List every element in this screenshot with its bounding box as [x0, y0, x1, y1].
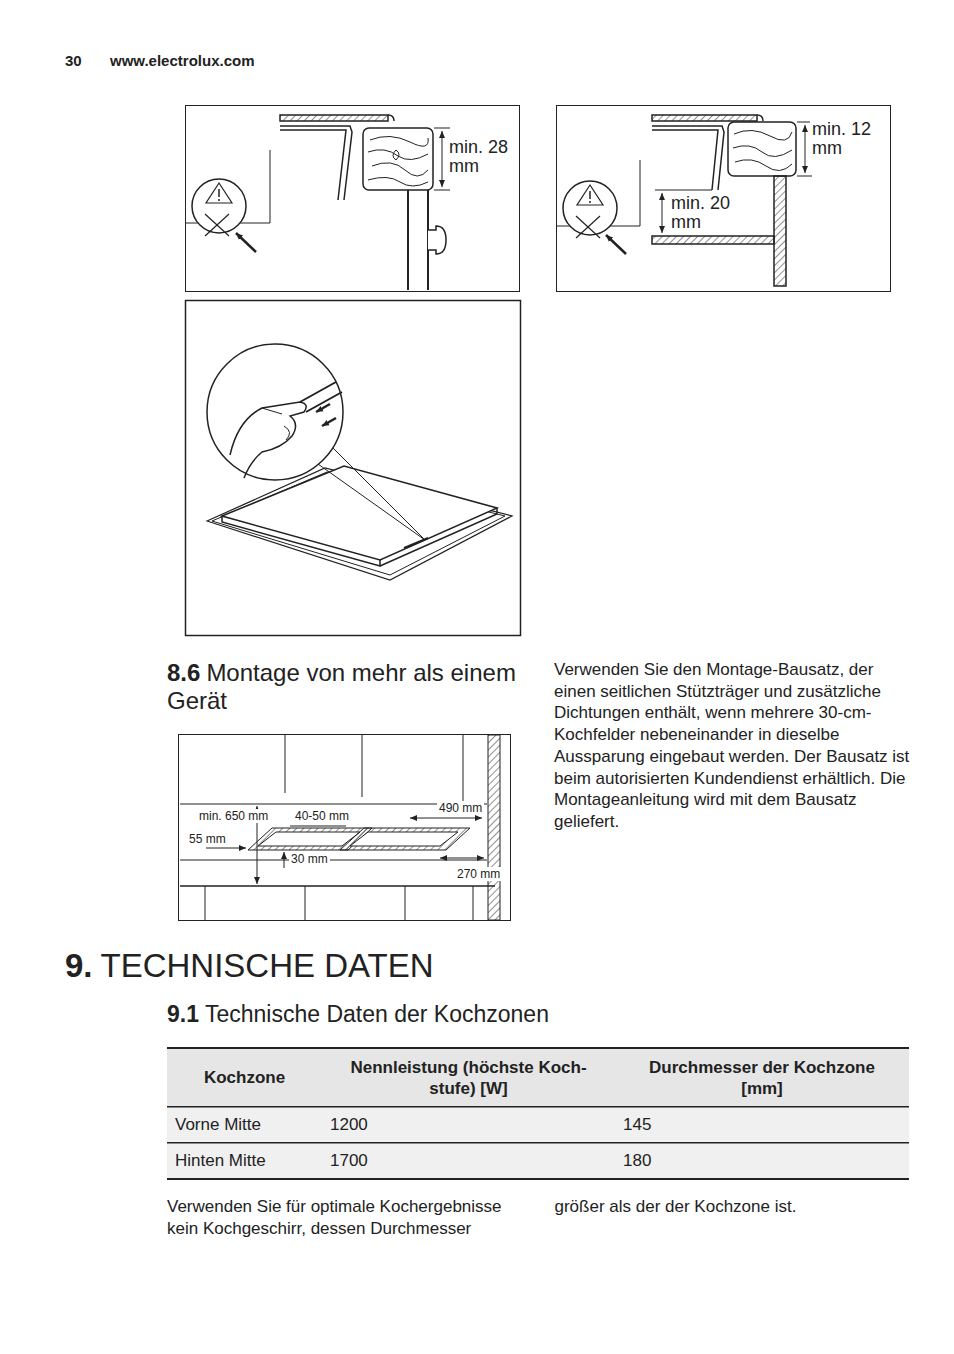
table-cell: 1200	[322, 1107, 615, 1142]
column-header: Durchmesser der Kochzone [mm]	[637, 1057, 887, 1099]
section-number: 9.	[65, 947, 93, 984]
column-header: Kochzone	[204, 1067, 285, 1088]
column-header: Nennleistung (höchste Koch- stufe) [W]	[344, 1057, 593, 1099]
countertop-section-2	[556, 115, 812, 286]
dimension-label: min. 650 mm	[197, 809, 270, 823]
table-header-cell: Nennleistung (höchste Koch- stufe) [W]	[322, 1049, 615, 1106]
dimension-label: min. 12 mm	[810, 120, 878, 158]
note-paragraph: Verwenden Sie für optimale Kochergebniss…	[167, 1196, 910, 1240]
section-number: 8.6	[167, 659, 200, 686]
website-url: www.electrolux.com	[110, 52, 255, 69]
cell-value: 1200	[330, 1114, 368, 1135]
cell-value: Vorne Mitte	[175, 1114, 261, 1135]
table-rules	[167, 1047, 909, 1180]
section-title: Technische Daten der Kochzonen	[205, 1001, 549, 1027]
gasket-illustration	[186, 301, 521, 636]
table-cell: 180	[615, 1143, 909, 1178]
dimension-label: min. 28 mm	[447, 138, 515, 176]
page-number: 30	[65, 52, 82, 69]
body-paragraph: Verwenden Sie den Montage-Bausatz, der e…	[554, 659, 912, 833]
table-cell: Hinten Mitte	[167, 1143, 322, 1178]
section-number: 9.1	[167, 1001, 199, 1027]
section-title: Montage von mehr als einem Gerät	[167, 659, 516, 714]
figure-frame: min. 650 mm 40-50 mm 490 mm 55 mm 30 mm 270 m…	[178, 734, 511, 921]
figure-frame: min. 28 mm	[185, 105, 520, 292]
table-header-cell: Kochzone	[167, 1049, 322, 1106]
countertop-section-1	[185, 115, 450, 290]
chapter-heading: 9.TECHNISCHE DATEN	[65, 946, 765, 986]
dimension-label: 55 mm	[187, 832, 228, 846]
figure-frame: min. 12 mm min. 20 mm	[556, 105, 891, 292]
cell-value: Hinten Mitte	[175, 1150, 266, 1171]
section-title: TECHNISCHE DATEN	[101, 947, 434, 984]
dimension-label: min. 20 mm	[669, 194, 737, 232]
table-cell: Vorne Mitte	[167, 1107, 322, 1142]
cell-value: 1700	[330, 1150, 368, 1171]
subsection-heading: 9.1Technische Daten der Kochzonen	[167, 1000, 867, 1028]
table-header-cell: Durchmesser der Kochzone [mm]	[615, 1049, 909, 1106]
dimension-label: 40-50 mm	[293, 809, 351, 823]
cell-value: 145	[623, 1114, 651, 1135]
table-cell: 1700	[322, 1143, 615, 1178]
multi-hob-installation	[180, 735, 500, 920]
dimension-label: 30 mm	[289, 852, 330, 866]
cell-value: 180	[623, 1150, 651, 1171]
dimension-label: 270 mm	[455, 867, 502, 881]
dimension-label: 490 mm	[437, 801, 484, 815]
table-cell: 145	[615, 1107, 909, 1142]
section-heading: 8.6Montage von mehr als einem Gerät	[167, 659, 535, 715]
